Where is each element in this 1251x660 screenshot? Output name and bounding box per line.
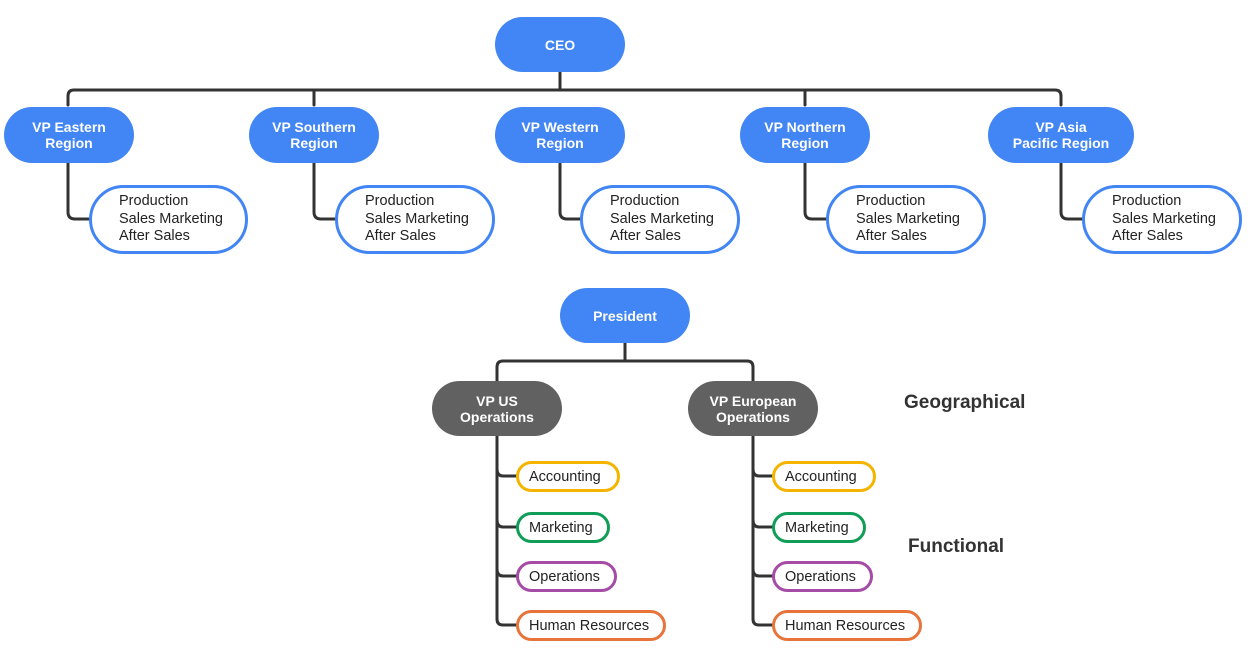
function-label: Marketing xyxy=(785,519,849,536)
connector-region-northern xyxy=(803,161,829,221)
function-label: Human Resources xyxy=(785,617,906,634)
functional-label: Functional xyxy=(908,536,1005,557)
connector-division-us xyxy=(495,434,519,627)
region-asia-pacific-node: VP Asia Pacific Region xyxy=(988,107,1134,163)
region-southern-node: VP Southern Region xyxy=(249,107,379,163)
connector-region-southern xyxy=(312,161,338,221)
connector-ceo-bus xyxy=(66,70,1063,107)
departments-list: Production Sales Marketing After Sales xyxy=(365,193,469,245)
division-european-node: VP European Operations xyxy=(688,381,818,436)
function-label: Accounting xyxy=(785,468,857,485)
division-us-node: VP US Operations xyxy=(432,381,562,436)
region-southern-label: VP Southern Region xyxy=(272,119,356,151)
region-northern-label: VP Northern Region xyxy=(764,119,846,151)
region-northern-departments: Production Sales Marketing After Sales xyxy=(826,185,986,254)
function-label: Operations xyxy=(529,568,600,585)
departments-list: Production Sales Marketing After Sales xyxy=(610,193,714,245)
region-eastern-departments: Production Sales Marketing After Sales xyxy=(89,185,248,254)
us-operations-box: Operations xyxy=(516,561,617,592)
region-asia-pacific-label: VP Asia Pacific Region xyxy=(1012,119,1110,151)
eu-human-resources-box: Human Resources xyxy=(772,610,922,641)
function-label: Marketing xyxy=(529,519,593,536)
ceo-label: CEO xyxy=(544,36,576,53)
eu-accounting-box: Accounting xyxy=(772,461,876,492)
eu-marketing-box: Marketing xyxy=(772,512,866,543)
departments-list: Production Sales Marketing After Sales xyxy=(856,193,960,245)
eu-operations-box: Operations xyxy=(772,561,873,592)
connector-president-bus xyxy=(495,341,755,383)
region-western-label: VP Western Region xyxy=(521,119,599,151)
geographical-label: Geographical xyxy=(904,392,1026,413)
president-node: President xyxy=(560,288,690,343)
region-western-node: VP Western Region xyxy=(495,107,625,163)
departments-list: Production Sales Marketing After Sales xyxy=(1112,193,1216,245)
ceo-node: CEO xyxy=(495,17,625,72)
function-label: Human Resources xyxy=(529,617,650,634)
connector-region-asia xyxy=(1059,161,1085,221)
function-label: Accounting xyxy=(529,468,601,485)
connector-division-european xyxy=(751,434,775,627)
region-western-departments: Production Sales Marketing After Sales xyxy=(580,185,740,254)
division-us-label: VP US Operations xyxy=(460,392,534,425)
us-marketing-box: Marketing xyxy=(516,512,610,543)
region-eastern-node: VP Eastern Region xyxy=(4,107,134,163)
connector-region-western xyxy=(558,161,583,221)
region-eastern-label: VP Eastern Region xyxy=(32,119,106,151)
function-label: Operations xyxy=(785,568,856,585)
division-european-label: VP European Operations xyxy=(709,392,797,425)
us-accounting-box: Accounting xyxy=(516,461,620,492)
region-southern-departments: Production Sales Marketing After Sales xyxy=(335,185,495,254)
region-northern-node: VP Northern Region xyxy=(740,107,870,163)
departments-list: Production Sales Marketing After Sales xyxy=(119,193,223,245)
connector-region-eastern xyxy=(66,161,92,221)
president-label: President xyxy=(593,307,657,324)
us-human-resources-box: Human Resources xyxy=(516,610,666,641)
region-asia-pacific-departments: Production Sales Marketing After Sales xyxy=(1082,185,1242,254)
